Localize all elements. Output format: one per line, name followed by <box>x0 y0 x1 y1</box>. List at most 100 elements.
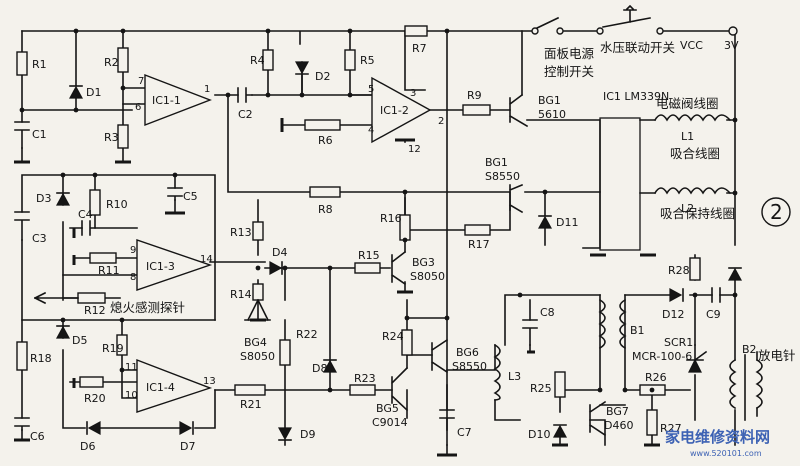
coil-l3 <box>493 343 501 401</box>
r15-label: R15 <box>358 249 380 262</box>
d6-label: D6 <box>80 440 95 453</box>
r24-label: R24 <box>382 330 404 343</box>
c1-label: C1 <box>32 128 47 141</box>
scr-part: MCR-100-6 <box>632 350 692 363</box>
pin-14: 14 <box>200 254 213 265</box>
r10-label: R10 <box>106 198 128 211</box>
panel-number: 2 <box>770 200 783 224</box>
bg3-name: BG3 <box>412 256 435 269</box>
r26-label: R26 <box>645 371 667 384</box>
resistor-r22 <box>279 339 291 366</box>
resistor-r21 <box>234 384 266 396</box>
resistor-r9 <box>462 104 491 116</box>
pin-1: 1 <box>204 84 210 95</box>
switches <box>531 4 738 36</box>
comparator-ic1-3 <box>136 239 213 291</box>
flame-probe-label: 熄火感测探针 <box>110 300 185 315</box>
resistor-r13 <box>252 221 264 241</box>
ground-symbols <box>14 118 660 457</box>
bg6-name: BG6 <box>456 346 479 359</box>
resistor-r1 <box>16 51 28 76</box>
pin-7: 7 <box>138 76 144 87</box>
watermark-text: 家电维修资料网 <box>665 428 770 446</box>
c5-label: C5 <box>183 190 198 203</box>
ic1-4-label: IC1-4 <box>146 381 175 394</box>
resistor-r19 <box>116 334 128 356</box>
diode-d4 <box>269 260 283 276</box>
r11-label: R11 <box>98 264 120 277</box>
comparator-ic1-4 <box>136 358 213 413</box>
transistor-bg1-5610 <box>508 93 529 128</box>
bg5-part: C9014 <box>372 416 408 429</box>
r9-label: R9 <box>467 89 482 102</box>
transistor-bg6 <box>430 338 449 374</box>
panel-switch-contact-b <box>556 27 564 35</box>
bg7-name: BG7 <box>606 405 629 418</box>
resistor-r27 <box>646 409 658 436</box>
resistor-r28 <box>689 257 701 281</box>
d10-label: D10 <box>528 428 550 441</box>
r21-label: R21 <box>240 398 262 411</box>
resistor-r14 <box>252 283 264 301</box>
transistor-bg3 <box>390 250 407 286</box>
r4-label: R4 <box>250 54 265 67</box>
resistor-r2 <box>117 47 129 73</box>
diode-d7 <box>179 420 194 436</box>
resistor-r5 <box>344 49 356 71</box>
d1-label: D1 <box>86 86 101 99</box>
r28-label: R28 <box>668 264 690 277</box>
l1-sub-label: 吸合线圈 <box>670 146 720 161</box>
probe-arrow <box>33 291 79 305</box>
bg3-part: S8050 <box>410 270 445 283</box>
capacitor-c8 <box>522 319 538 346</box>
bg7-part: D460 <box>604 419 633 432</box>
resistor-r18 <box>16 341 28 371</box>
diode-d3 <box>55 192 71 206</box>
panel-switch-contact-a <box>531 27 539 35</box>
resistor-r11 <box>89 252 117 264</box>
diode-d6 <box>86 420 101 436</box>
ic-box-lm339n <box>599 117 641 251</box>
d8-label: D8 <box>312 362 327 375</box>
r25-label: R25 <box>530 382 552 395</box>
resistor-r6 <box>304 119 341 131</box>
diode-d8 <box>322 359 338 373</box>
bg4-name: BG4 <box>244 336 267 349</box>
d11-label: D11 <box>556 216 578 229</box>
pin-5: 5 <box>368 84 374 95</box>
panel-switch-line2: 控制开关 <box>544 64 594 79</box>
bg6-part: S8550 <box>452 360 487 373</box>
l3-label: L3 <box>508 370 521 383</box>
pin-6: 6 <box>135 102 141 113</box>
pin-10: 10 <box>125 390 138 401</box>
r18-label: R18 <box>30 352 52 365</box>
r23-label: R23 <box>354 372 376 385</box>
c9-label: C9 <box>706 308 721 321</box>
capacitor-c1 <box>14 121 30 149</box>
capacitor-c6 <box>14 417 30 431</box>
water-switch-lever <box>602 4 651 28</box>
pin-11: 11 <box>125 362 138 373</box>
watermark-url: www.520101.com <box>690 449 762 458</box>
bg1-mid-part: S8550 <box>485 170 520 183</box>
transistor-bg7 <box>588 400 607 437</box>
r14-label: R14 <box>230 288 252 301</box>
junction-dots <box>19 28 738 393</box>
r19-label: R19 <box>102 342 124 355</box>
coil-l1 <box>653 114 732 122</box>
r22-label: R22 <box>296 328 318 341</box>
coil-l2 <box>653 187 732 195</box>
b2-label: B2 <box>742 343 757 356</box>
r1-label: R1 <box>32 58 47 71</box>
resistor-r4 <box>262 49 274 71</box>
resistor-r7 <box>404 25 428 37</box>
resistor-r23 <box>349 384 376 396</box>
bg1-top-part: 5610 <box>538 108 566 121</box>
c2-label: C2 <box>238 108 253 121</box>
d2-label: D2 <box>315 70 330 83</box>
r5-label: R5 <box>360 54 375 67</box>
resistor-r8 <box>309 186 341 198</box>
capacitor-c2 <box>237 87 253 103</box>
resistor-r15 <box>354 262 381 274</box>
panel-switch-line1: 面板电源 <box>544 46 595 61</box>
